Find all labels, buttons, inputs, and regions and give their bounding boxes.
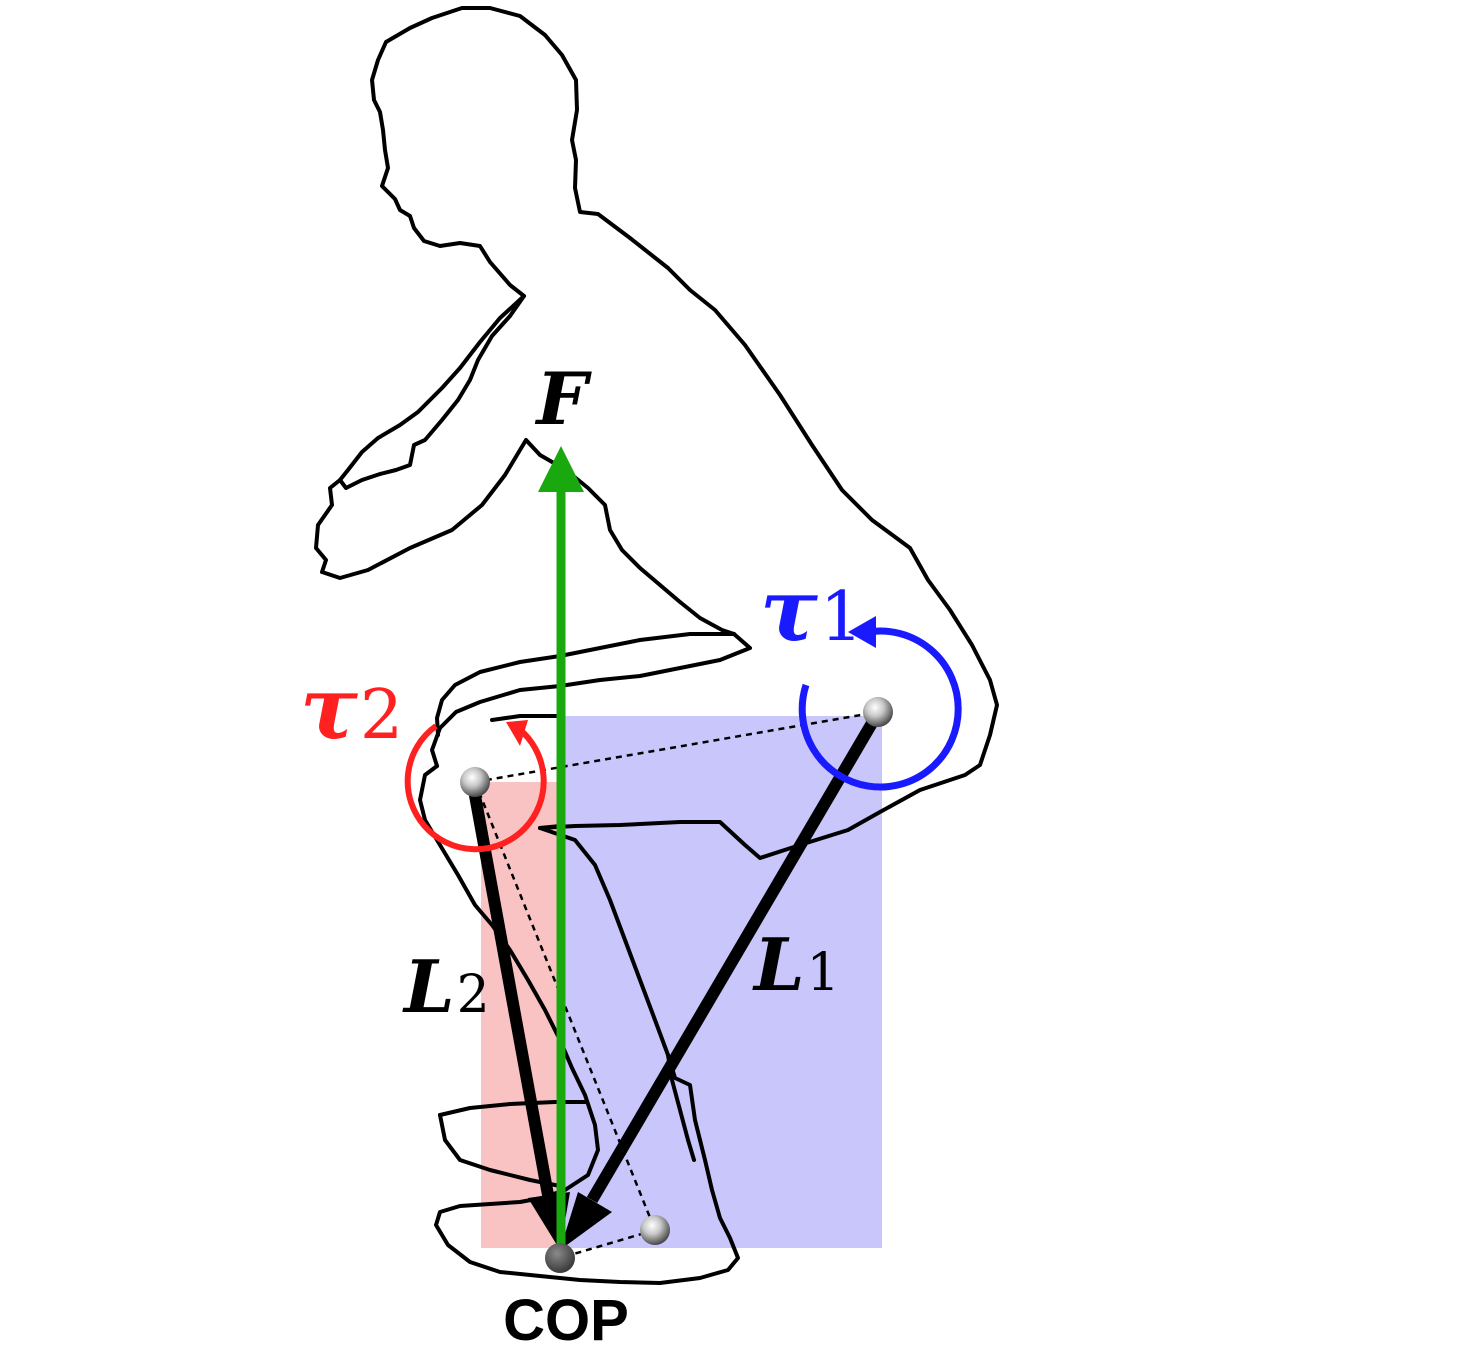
tau1-label: τ1 (760, 560, 863, 661)
ankle-cop-line (559, 1228, 656, 1260)
L1-arrow (560, 714, 881, 1250)
force-label: F (534, 356, 592, 441)
tau1-moment-icon (798, 616, 962, 791)
tau2-moment-icon (404, 720, 547, 853)
knee-ankle-line (473, 781, 657, 1231)
cop-label: COP (503, 1288, 629, 1353)
force-arrow (538, 446, 584, 1248)
human-silhouette (314, 6, 999, 1285)
knee-joint (460, 767, 490, 797)
L1-label: L1 (752, 922, 840, 1007)
cop-point (545, 1243, 575, 1273)
hip-joint (863, 697, 893, 727)
ankle-joint (640, 1215, 670, 1245)
L2-label: L2 (402, 944, 490, 1029)
tau2-label: τ2 (300, 658, 403, 759)
